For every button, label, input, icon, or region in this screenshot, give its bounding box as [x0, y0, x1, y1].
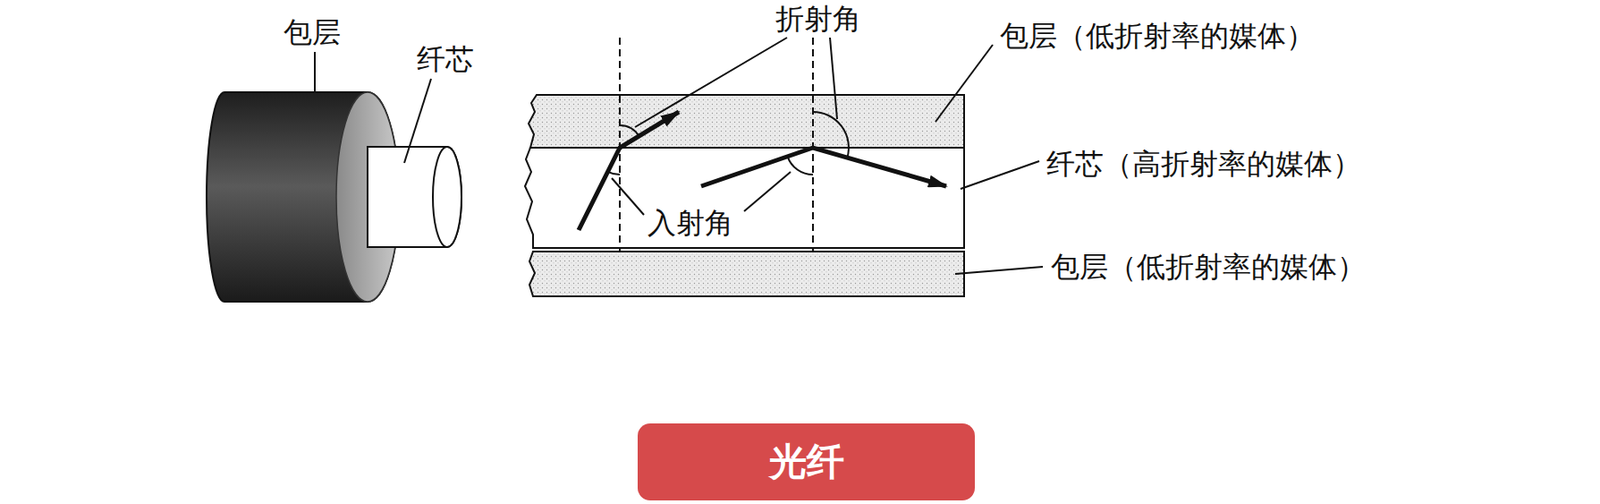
leader-line	[955, 266, 1043, 274]
normal-line	[812, 37, 814, 251]
leader-line	[404, 78, 432, 163]
leader-line	[829, 37, 838, 119]
fiber-section	[524, 94, 965, 297]
part-label: 包层（低折射率的媒体）	[999, 21, 1315, 51]
part-label: 纤芯	[416, 44, 475, 74]
fiber-cylinder	[206, 92, 462, 302]
angle-arc	[608, 171, 620, 175]
title-text: 光纤	[769, 442, 845, 481]
leader-line	[744, 171, 791, 212]
part-label: 纤芯（高折射率的媒体）	[1046, 149, 1362, 178]
light-ray	[701, 147, 947, 187]
normal-line	[618, 37, 621, 251]
leader-line	[960, 160, 1040, 189]
part-label: 包层	[283, 17, 341, 47]
angle-label: 折射角	[775, 4, 862, 34]
angle-arc	[812, 111, 849, 158]
part-label: 包层（低折射率的媒体）	[1050, 252, 1366, 281]
leader-line	[935, 44, 993, 122]
leader-line	[313, 51, 316, 94]
leader-line	[634, 37, 788, 127]
leader-line	[611, 177, 644, 215]
title-button: 光纤	[637, 423, 975, 500]
angle-arc	[787, 156, 813, 175]
angle-label: 入射角	[647, 208, 734, 238]
